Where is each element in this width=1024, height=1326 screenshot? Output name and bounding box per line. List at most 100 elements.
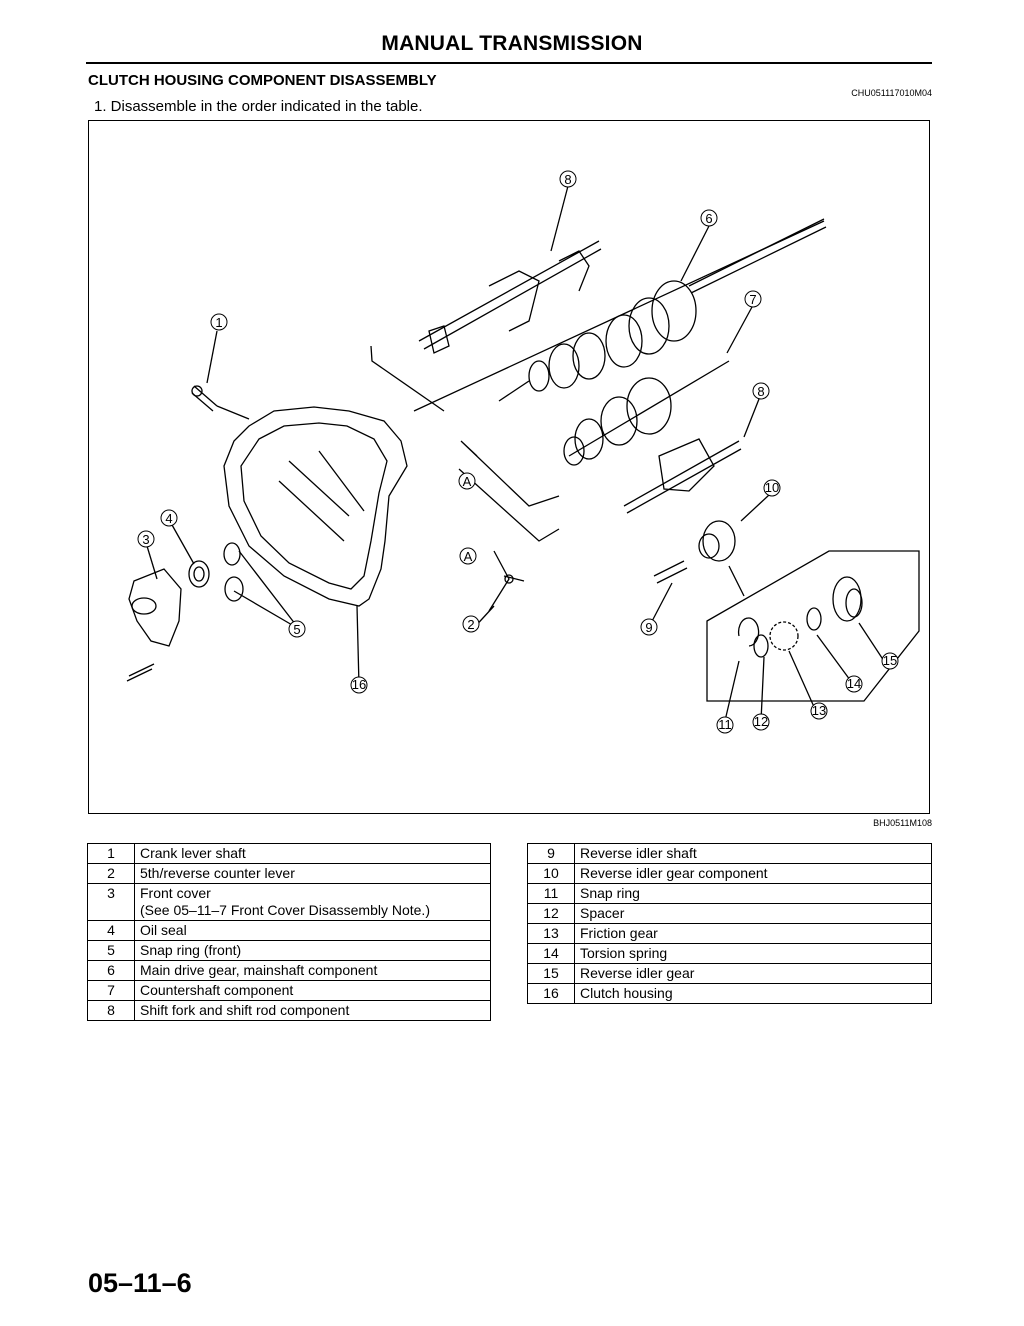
reverse-idler-gear-15 [832,576,862,622]
part-number: 11 [527,883,575,904]
svg-text:7: 7 [749,292,756,307]
svg-text:14: 14 [847,676,861,691]
table-row: 8 Shift fork and shift rod component [87,1000,491,1021]
part-number: 5 [87,940,135,961]
part-number: 4 [87,920,135,941]
snap-ring-front-lower [224,576,244,602]
parts-table-right: 9 Reverse idler shaft 10 Reverse idler g… [527,843,932,1004]
part-name: Main drive gear, mainshaft component [134,960,491,981]
callouts: 8 6 7 8 10 1 A A 4 3 2 5 9 16 15 14 13 1… [137,170,899,734]
part-name: 5th/reverse counter lever [134,863,491,884]
part-number: 6 [87,960,135,981]
part-name: Friction gear [574,923,932,944]
oil-seal [188,560,210,588]
reverse-idler-shaft [653,560,688,584]
part-name: Reverse idler gear component [574,863,932,884]
callout-1: 1 [210,313,228,331]
callout-4: 4 [160,509,178,527]
idler-detail-box [706,550,920,702]
clutch-housing-outline [223,406,408,607]
svg-text:5: 5 [293,622,300,637]
shift-fork-upper [418,240,602,350]
callout-5: 5 [288,620,306,638]
callout-10: 10 [763,479,781,497]
part-number: 14 [527,943,575,964]
parts-table-left: 1 Crank lever shaft 2 5th/reverse counte… [87,843,491,1021]
torsion-spring-14 [806,607,822,631]
part-number: 7 [87,980,135,1001]
svg-text:8: 8 [757,384,764,399]
instruction-step: 1. Disassemble in the order indicated in… [94,98,423,115]
callout-2: 2 [462,615,480,633]
title-rule [86,62,932,64]
svg-text:2: 2 [467,617,474,632]
svg-text:15: 15 [883,653,897,668]
part-name: Crank lever shaft [134,843,491,864]
mainshaft-splined-end [688,218,827,294]
countershaft-axis [568,360,730,457]
table-row: 5 Snap ring (front) [87,940,491,961]
table-row: 13 Friction gear [527,923,932,944]
part-name: Snap ring [574,883,932,904]
part-number: 3 [87,883,135,921]
part-name: Shift fork and shift rod component [134,1000,491,1021]
part-name: Clutch housing [574,983,932,1004]
part-number: 9 [527,843,575,864]
part-name: Countershaft component [134,980,491,1001]
part-name: Snap ring (front) [134,940,491,961]
part-number: 13 [527,923,575,944]
table-row: 2 5th/reverse counter lever [87,863,491,884]
front-cover [128,568,182,647]
callout-11: 11 [716,716,734,734]
friction-gear-13 [769,621,799,651]
page-number: 05–11–6 [88,1268,192,1298]
page-title: MANUAL TRANSMISSION [381,32,643,55]
figure-code: BHJ0511M108 [873,818,932,828]
table-row: 12 Spacer [527,903,932,924]
table-row: 7 Countershaft component [87,980,491,1001]
section-heading: CLUTCH HOUSING COMPONENT DISASSEMBLY [88,72,437,89]
table-row: 16 Clutch housing [527,983,932,1004]
svg-text:A: A [464,549,473,564]
callout-a-upper: A [458,472,476,490]
part-note: (See 05–11–7 Front Cover Disassembly Not… [140,902,430,918]
table-row: 14 Torsion spring [527,943,932,964]
part-name: Oil seal [134,920,491,941]
svg-text:13: 13 [812,703,826,718]
callout-3: 3 [137,530,155,548]
exploded-view-drawing: 8 6 7 8 10 1 A A 4 3 2 5 9 16 15 14 13 1… [126,170,920,734]
crank-lever-shaft [191,385,250,420]
part-number: 1 [87,843,135,864]
callout-8-top: 8 [559,170,577,188]
table-row: 4 Oil seal [87,920,491,941]
svg-text:11: 11 [718,717,732,732]
counter-lever [488,550,525,612]
svg-text:12: 12 [754,714,768,729]
svg-text:A: A [463,474,472,489]
callout-14: 14 [845,675,863,693]
part-name: Spacer [574,903,932,924]
exploded-view-figure: 8 6 7 8 10 1 A A 4 3 2 5 9 16 15 14 13 1… [88,120,930,814]
callout-16: 16 [350,676,368,694]
svg-text:9: 9 [645,620,652,635]
part-name-cell: Front cover (See 05–11–7 Front Cover Dis… [134,883,491,921]
callout-15: 15 [881,652,899,670]
callout-a-lower: A [459,547,477,565]
reverse-idler-gear-10 [702,520,736,562]
countershaft-gear [626,377,672,435]
part-number: 2 [87,863,135,884]
cover-bolt [126,663,155,682]
table-row: 15 Reverse idler gear [527,963,932,984]
main-drive-gear-large [651,280,697,342]
callout-12: 12 [752,713,770,731]
svg-text:16: 16 [352,677,366,692]
callout-6: 6 [700,209,718,227]
table-row: 6 Main drive gear, mainshaft component [87,960,491,981]
snap-ring-11 [737,617,760,647]
svg-text:6: 6 [705,211,712,226]
part-name: Reverse idler shaft [574,843,932,864]
table-row: 3 Front cover (See 05–11–7 Front Cover D… [87,883,491,921]
callout-7: 7 [744,290,762,308]
table-row: 9 Reverse idler shaft [527,843,932,864]
part-number: 16 [527,983,575,1004]
